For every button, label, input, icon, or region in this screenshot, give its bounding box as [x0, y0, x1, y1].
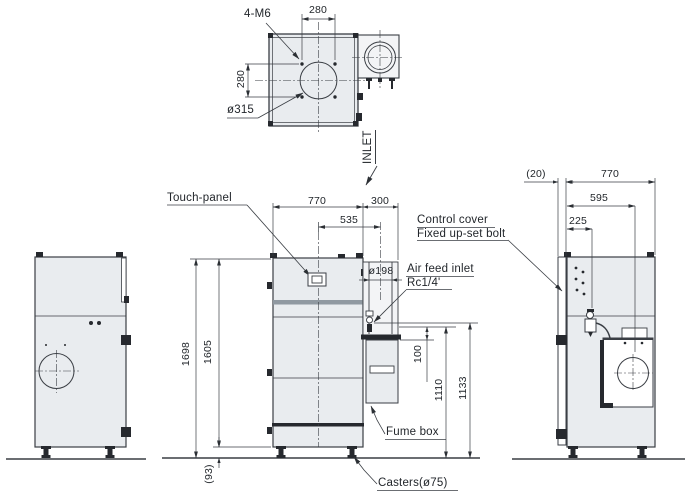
dim-280-left	[245, 63, 299, 98]
dim-595: 595	[589, 192, 609, 204]
leader-dia315	[227, 92, 304, 119]
touch-panel-label: Touch-panel	[167, 192, 232, 204]
dim-770-front: 770	[307, 195, 327, 207]
blower-box	[600, 327, 654, 408]
front-view	[162, 203, 480, 491]
caster	[276, 446, 357, 458]
front-width-dims	[272, 203, 399, 260]
dim-1110: 1110	[433, 378, 445, 402]
inlet-label: INLET	[362, 130, 376, 164]
height-dims-right	[374, 322, 478, 459]
dim-225: 225	[568, 215, 588, 227]
label-underlines	[417, 227, 508, 241]
air-feed-thread-label: Rc1/4'	[407, 277, 441, 289]
height-dims-left	[190, 258, 271, 468]
leader-4m6	[265, 22, 300, 60]
side-dims	[524, 178, 656, 352]
fume-box	[365, 339, 399, 404]
control-cover-label: Control cover	[417, 214, 488, 226]
dim-1605: 1605	[202, 339, 214, 365]
dim-198: ø198	[368, 265, 394, 277]
flange-bolts	[268, 33, 395, 126]
circle-dia-label: ø315	[227, 104, 255, 116]
front-leaders	[167, 204, 474, 491]
dim-1698: 1698	[180, 341, 192, 367]
dim-300: 300	[370, 195, 390, 207]
air-feed-fitting	[365, 310, 374, 332]
leader-control-cover	[507, 239, 563, 292]
dim-280-top-label: 280	[308, 4, 328, 16]
dim-535: 535	[339, 214, 359, 226]
air-regulator	[584, 309, 611, 339]
left-view-hardware	[36, 252, 131, 458]
dim-100: 100	[412, 344, 424, 364]
dim-280-top	[301, 14, 336, 60]
fume-box-label: Fume box	[386, 426, 439, 438]
inlet-arrow	[365, 165, 378, 186]
dim-20: (20)	[526, 168, 546, 180]
top-view	[227, 14, 403, 186]
fixed-bolt-label: Fixed up-set bolt	[417, 228, 506, 240]
dim-93: (93)	[203, 464, 215, 484]
bolt-pattern-label: 4-M6	[244, 8, 272, 20]
casters-label: Casters(ø75)	[378, 477, 448, 489]
dim-770-side: 770	[600, 168, 620, 180]
left-view	[6, 252, 146, 460]
dim-280-left-label: 280	[235, 69, 247, 89]
control-cover-plate	[557, 256, 567, 446]
right-view	[417, 178, 685, 460]
dim-1133: 1133	[457, 376, 469, 400]
air-feed-inlet-label: Air feed inlet	[407, 263, 474, 275]
right-view-hardware	[556, 252, 654, 458]
